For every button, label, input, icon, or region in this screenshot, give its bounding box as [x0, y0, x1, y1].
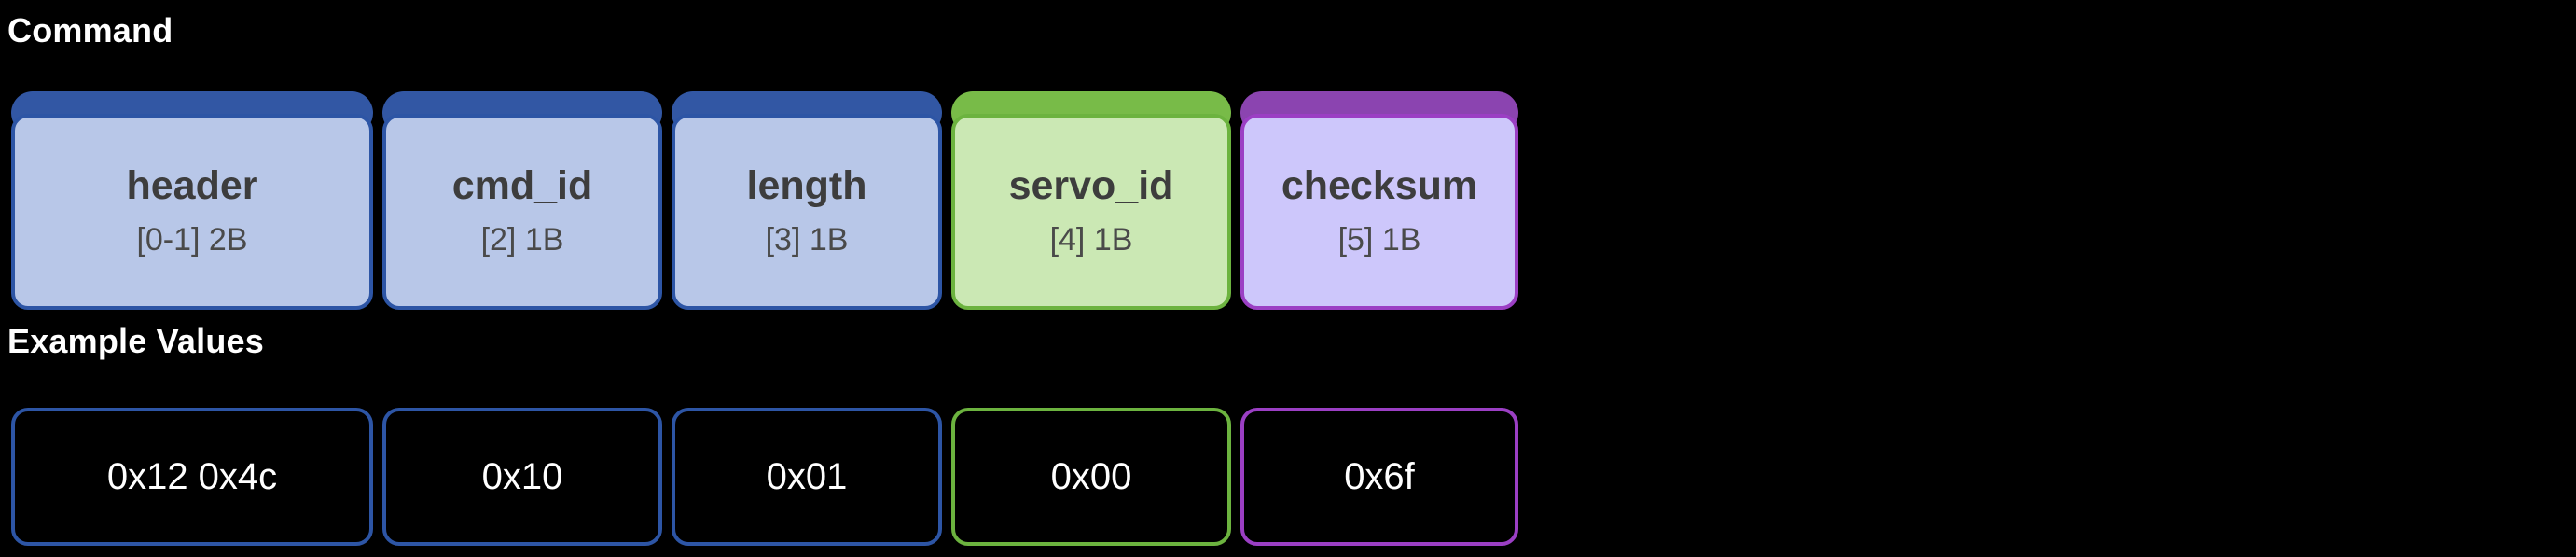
example-values-section-title: Example Values	[7, 322, 264, 360]
field-meta-length: [3] 1B	[765, 222, 849, 258]
command-section-title: Command	[7, 11, 173, 49]
value-box-header[interactable]: 0x12 0x4c	[11, 408, 373, 546]
value-text-cmd-id: 0x10	[481, 455, 563, 497]
value-box-checksum[interactable]: 0x6f	[1240, 408, 1518, 546]
field-name-header: header	[126, 162, 258, 208]
field-name-length: length	[746, 162, 867, 208]
field-box-header: header [0-1] 2B	[11, 114, 373, 310]
field-box-length: length [3] 1B	[672, 114, 942, 310]
field-meta-header: [0-1] 2B	[136, 222, 248, 258]
field-name-servo-id: servo_id	[1008, 162, 1174, 208]
value-box-servo-id[interactable]: 0x00	[951, 408, 1231, 546]
value-text-length: 0x01	[766, 455, 848, 497]
value-text-servo-id: 0x00	[1050, 455, 1132, 497]
field-name-checksum: checksum	[1281, 162, 1478, 208]
field-box-checksum: checksum [5] 1B	[1240, 114, 1518, 310]
field-meta-servo-id: [4] 1B	[1049, 222, 1133, 258]
value-text-header: 0x12 0x4c	[106, 455, 278, 497]
value-box-cmd-id[interactable]: 0x10	[382, 408, 662, 546]
field-meta-checksum: [5] 1B	[1337, 222, 1421, 258]
value-box-length[interactable]: 0x01	[672, 408, 942, 546]
field-name-cmd-id: cmd_id	[451, 162, 593, 208]
field-box-cmd-id: cmd_id [2] 1B	[382, 114, 662, 310]
field-box-servo-id: servo_id [4] 1B	[951, 114, 1231, 310]
value-text-checksum: 0x6f	[1344, 455, 1415, 497]
field-meta-cmd-id: [2] 1B	[480, 222, 564, 258]
